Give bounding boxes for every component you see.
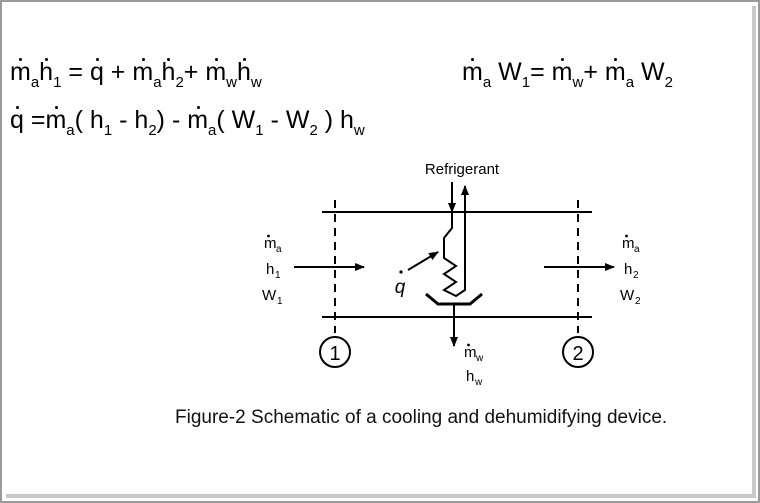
outlet-w-sub: 2 (635, 296, 641, 307)
eq2-close-1: ) (156, 106, 165, 134)
condensate-m-sub: w (475, 353, 484, 364)
eq1-m3-sub: w (226, 74, 238, 91)
eq2-minus-h2: - h (119, 106, 149, 134)
eq1-plus-1: + (110, 58, 126, 86)
inlet-m-sub: a (276, 244, 282, 255)
condensate-m: m (464, 344, 477, 361)
eq2-h1-sub: 1 (103, 122, 113, 139)
eq2-hw-sub: w (353, 122, 365, 139)
eq3-m2-sub: w (572, 74, 584, 91)
refrigerant-label: Refrigerant (425, 161, 500, 178)
eq1-m: m (10, 58, 31, 86)
eq3-equals: = (530, 58, 545, 86)
eq1-m3: m (205, 58, 227, 86)
eq2-q: q (10, 106, 24, 134)
eq1-h-sub: 1 (53, 74, 62, 91)
eq3-m1-sub: a (482, 74, 492, 91)
inlet-h-sub: 1 (275, 270, 281, 281)
condensate-h-sub: w (474, 377, 483, 388)
inlet-m: m (264, 235, 277, 252)
heat-rate-equation: q =ma( h1 - h2) - ma( W1 - W2 ) hw (10, 106, 365, 139)
station-2-label: 2 (572, 343, 583, 365)
eq2-minus-w2: - W (270, 106, 310, 134)
eq2-close-2: ) (324, 106, 334, 134)
eq2-w2-sub: 2 (309, 122, 318, 139)
eq3-w1: W (498, 58, 522, 86)
eq2-h2-sub: 2 (148, 122, 157, 139)
figure-caption: Figure-2 Schematic of a cooling and dehu… (175, 407, 668, 428)
eq3-m3-sub: a (625, 74, 635, 91)
inlet-h: h (266, 261, 274, 278)
energy-balance-equation: mah1 = q + mah2+ mwhw (10, 58, 262, 91)
outlet-m-sub: a (634, 244, 640, 255)
outlet-w: W (620, 287, 635, 304)
eq1-h2-sub: 2 (175, 74, 184, 91)
eq2-paren-h1: ( h (74, 106, 104, 134)
eq3-m3: m (604, 58, 626, 86)
condensate-state-labels: m w h w (464, 343, 484, 388)
eq3-w2-sub: 2 (664, 74, 673, 91)
eq2-hw: h (340, 106, 354, 134)
eq1-plus-2: + (183, 58, 199, 86)
eq1-q: q (89, 58, 104, 86)
station-1-circle (319, 336, 351, 368)
outlet-h: h (624, 261, 632, 278)
inlet-w-sub: 1 (277, 296, 283, 307)
eq1-equals: = (68, 58, 83, 86)
eq2-m2: m (187, 106, 209, 134)
eq1-m2: m (132, 58, 154, 86)
heat-arrow (407, 251, 439, 271)
frame-shadow-right (752, 6, 756, 498)
eq2-equals: = (30, 106, 46, 134)
cooling-coil (442, 212, 466, 298)
outlet-m-dot (625, 234, 628, 238)
eq2-m1: m (45, 106, 67, 134)
eq1-h2: h (161, 58, 176, 86)
condensate-h: h (466, 368, 474, 385)
outlet-m: m (622, 235, 635, 252)
eq2-paren-w1: ( W (216, 106, 256, 134)
eq1-h3: h (237, 58, 251, 86)
outlet-h-sub: 2 (633, 270, 639, 281)
mass-balance-equation: ma W1= mw+ ma W2 (462, 58, 673, 91)
eq2-m1-sub: a (66, 122, 75, 139)
heat-q-dot (399, 270, 403, 274)
eq1-m2-sub: a (153, 74, 162, 91)
eq3-m2: m (551, 58, 573, 86)
eq2-m2-sub: a (208, 122, 217, 139)
eq1-m-sub: a (30, 74, 40, 91)
outlet-state-labels: m a h 2 W 2 (620, 234, 641, 307)
heat-q-label: q (395, 277, 406, 298)
eq3-w1-sub: 1 (521, 74, 531, 91)
eq3-w2: W (641, 58, 665, 86)
eq2-minus: - (171, 106, 181, 134)
frame-shadow-bottom (6, 494, 756, 498)
station-2-circle (562, 336, 594, 368)
eq3-m1: m (462, 58, 483, 86)
inlet-m-dot (267, 234, 270, 238)
station-1-label: 1 (329, 343, 340, 365)
condensate-m-dot (467, 343, 470, 347)
eq2-w1-sub: 1 (255, 122, 264, 139)
eq1-h: h (39, 58, 54, 86)
inlet-w: W (262, 287, 277, 304)
eq1-h3-sub: w (250, 74, 262, 91)
eq3-plus: + (583, 58, 598, 86)
inlet-state-labels: m a h 1 W 1 (262, 234, 283, 307)
